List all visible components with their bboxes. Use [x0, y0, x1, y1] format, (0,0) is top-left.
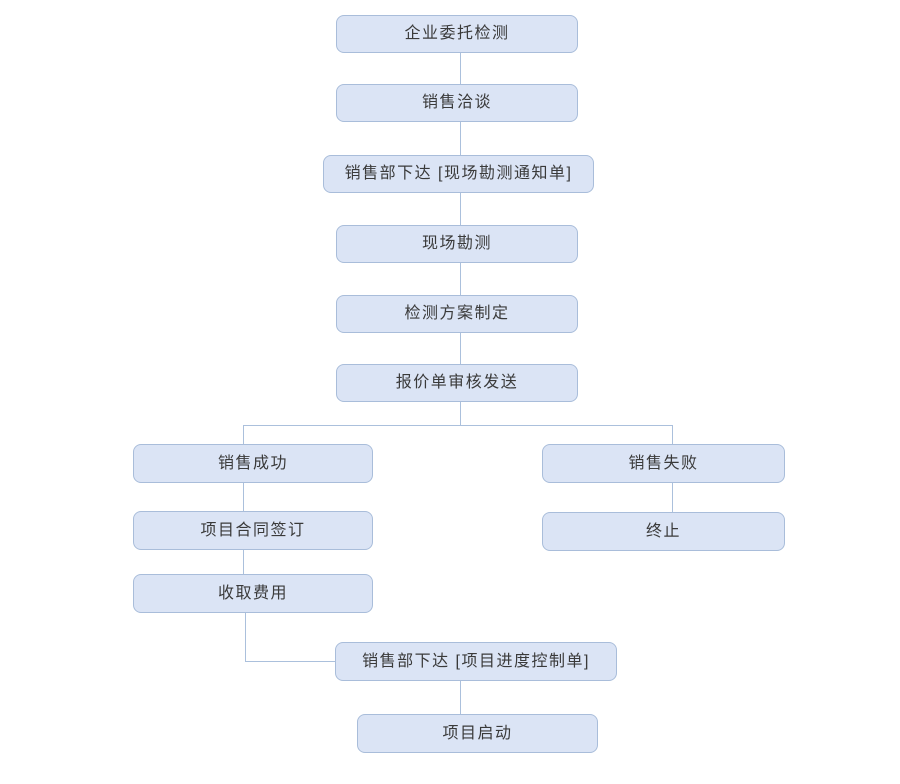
flow-connector-9 — [672, 425, 673, 444]
flow-connector-1 — [460, 53, 461, 84]
flow-node-8: 销售失败 — [542, 444, 785, 483]
flow-connector-12 — [243, 550, 244, 574]
flow-connector-13 — [245, 613, 246, 661]
flow-node-5: 检测方案制定 — [336, 295, 578, 333]
flow-node-13: 项目启动 — [357, 714, 598, 753]
flow-node-4: 现场勘测 — [336, 225, 578, 263]
flow-connector-3 — [460, 193, 461, 225]
flow-connector-5 — [460, 333, 461, 364]
flow-connector-7 — [243, 425, 673, 426]
flow-connector-2 — [460, 122, 461, 155]
flow-node-12: 销售部下达 [项目进度控制单] — [335, 642, 617, 681]
flow-node-3: 销售部下达 [现场勘测通知单] — [323, 155, 594, 193]
flow-node-10: 终止 — [542, 512, 785, 551]
flow-node-11: 收取费用 — [133, 574, 373, 613]
flow-node-6: 报价单审核发送 — [336, 364, 578, 402]
flow-node-7: 销售成功 — [133, 444, 373, 483]
flow-connector-10 — [243, 483, 244, 511]
flow-connector-14 — [245, 661, 335, 662]
flow-connector-6 — [460, 402, 461, 425]
flow-connector-11 — [672, 483, 673, 512]
flow-connector-8 — [243, 425, 244, 444]
flow-node-9: 项目合同签订 — [133, 511, 373, 550]
flow-connector-15 — [460, 681, 461, 714]
flow-node-1: 企业委托检测 — [336, 15, 578, 53]
flow-connector-4 — [460, 263, 461, 295]
flow-node-2: 销售洽谈 — [336, 84, 578, 122]
